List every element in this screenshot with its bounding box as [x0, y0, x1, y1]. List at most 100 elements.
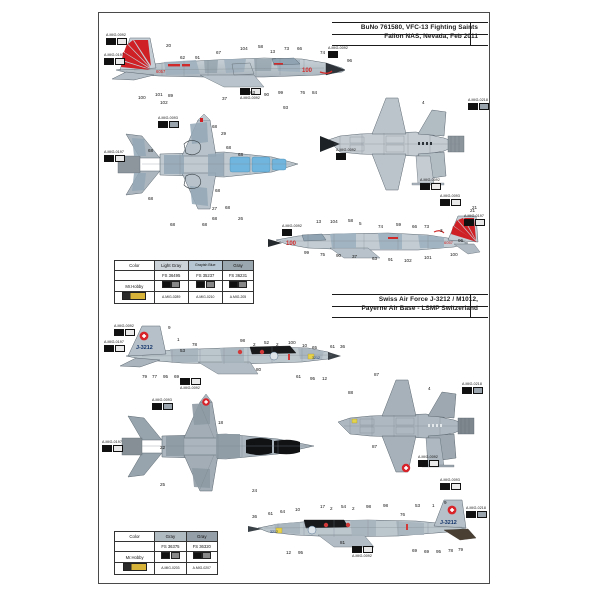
- color-chip: [152, 402, 162, 410]
- mr-hobby-code: [221, 280, 255, 292]
- color-chip: [440, 198, 450, 206]
- decal-number: 13: [270, 49, 276, 54]
- table-header-row: Color Light Gray Grayish Blue Gray: [114, 260, 255, 271]
- paint-code: A.MIG-0197: [102, 440, 122, 444]
- decal-number: 79: [142, 374, 148, 379]
- ammo-code: A.MIG-0203: [154, 562, 187, 575]
- decal-number: 18: [218, 420, 224, 425]
- paint-callout-a-mig-0092-5: A.MIG-0092: [420, 178, 441, 190]
- decal-number: 80: [256, 367, 262, 372]
- table-row: FS 36495 FS 35237 FS 36231: [114, 270, 255, 281]
- table-header-cell: Gray: [154, 531, 187, 542]
- table-header-row: Color Gray Gray: [113, 531, 219, 542]
- paint-code: A.MIG-0218: [468, 98, 488, 102]
- vfc13-color-table: Color Light Gray Grayish Blue Gray FS 36…: [114, 260, 255, 304]
- ammo-code: A.MIG-205: [221, 291, 255, 304]
- paint-callout-a-mig-0197-4: A.MIG-0197: [104, 340, 125, 352]
- code-chip: [161, 281, 171, 288]
- aircraft-code-left: J-3212: [136, 345, 153, 351]
- decal-number: 96: [347, 58, 353, 63]
- color-chip: [352, 546, 362, 554]
- decal-number: 23: [250, 441, 256, 446]
- decal-number: 65: [312, 345, 318, 350]
- row-label: Mr.Hobby: [113, 551, 156, 563]
- decal-number: 68: [212, 216, 218, 221]
- decal-number: 25: [160, 482, 166, 487]
- color-chip: [282, 228, 292, 236]
- color-chip: [116, 37, 127, 45]
- decal-number: 37: [222, 96, 228, 101]
- paint-callout-a-mig-0092-3: A.MIG-0092: [240, 88, 261, 100]
- ammo-code: A.MIG-0289: [153, 291, 189, 304]
- scheme-2-rule-mid: [332, 306, 488, 307]
- decal-number: 104: [330, 219, 338, 224]
- code-chip: [192, 552, 202, 559]
- color-chip: [466, 510, 476, 518]
- svg-text:100: 100: [286, 241, 297, 247]
- decal-number: 63: [372, 256, 378, 261]
- paint-code: A.MIG-0197: [464, 214, 484, 218]
- paint-callout-a-mig-0092-2: A.MIG-0092: [328, 46, 348, 58]
- color-chip: [114, 57, 125, 65]
- decal-number: 64: [280, 509, 286, 514]
- decal-number: 29: [221, 131, 227, 136]
- aircraft-code-right: J-3212: [440, 520, 457, 526]
- decal-number: 53: [180, 348, 186, 353]
- decal-number: 10: [302, 343, 308, 348]
- color-chip: [450, 198, 461, 206]
- decal-number: 68: [170, 222, 176, 227]
- table-header-cell: Color: [113, 531, 156, 542]
- ammo-logo: [114, 291, 155, 304]
- scheme-1-heading: BuNo 761580, VFC-13 Fighting Saints Fall…: [268, 24, 478, 41]
- decal-number: 68: [212, 124, 218, 129]
- svg-text:3212: 3212: [312, 356, 320, 360]
- decal-number: 4: [428, 386, 431, 391]
- paint-code: A.MIG-0197: [104, 340, 124, 344]
- paint-code: A.MIG-0092: [336, 148, 356, 152]
- color-chip: [114, 328, 124, 336]
- color-chip: [180, 378, 190, 386]
- fs-code: FS 36495: [153, 270, 189, 281]
- paint-code: A.MIG-0092: [114, 324, 134, 328]
- paint-code: A.MIG-0092: [180, 385, 200, 390]
- decal-number: 98: [366, 504, 372, 509]
- scheme-2-vrule: [470, 294, 471, 318]
- decal-number: 102: [160, 100, 168, 105]
- decal-number: 100: [450, 252, 458, 257]
- paint-code: A.MIG-0218: [466, 506, 486, 510]
- color-chip: [478, 102, 489, 110]
- color-chip: [476, 510, 487, 518]
- color-chip: [250, 88, 261, 96]
- scheme-2-heading-line1: Swiss Air Force J-3212 / M1012,: [378, 296, 478, 303]
- decal-number: 66: [297, 46, 303, 51]
- svg-text:3212: 3212: [270, 530, 278, 534]
- ammo-code: A.MIG-0207: [185, 562, 219, 575]
- decal-number: 53: [415, 503, 421, 508]
- color-chip: [102, 444, 112, 452]
- paint-code: A.MIG-0093: [440, 194, 460, 198]
- decal-number: 73: [424, 224, 430, 229]
- decal-number: 73: [284, 46, 290, 51]
- decal-number: 52: [264, 340, 270, 345]
- decal-number: 76: [300, 90, 306, 95]
- paint-code: A.MIG-0218: [462, 382, 482, 386]
- paint-callout-a-mig-0218-2: A.MIG-0218: [462, 382, 483, 394]
- ammo-brand-logo: [122, 292, 147, 300]
- code-chip: [196, 281, 206, 288]
- decal-number: 68: [215, 188, 221, 193]
- mr-hobby-code: [185, 551, 219, 563]
- decal-number: 95: [163, 374, 169, 379]
- paint-callout-a-mig-0092-6: A.MIG-0092: [282, 224, 302, 236]
- decal-number: 58: [348, 218, 354, 223]
- ammo-code: A.MIG-0210: [187, 291, 223, 304]
- paint-callout-a-mig-0093-1: A.MIG-0093: [158, 116, 179, 128]
- decal-number: 21: [472, 205, 478, 210]
- paint-code: A.MIG-0092: [240, 95, 260, 100]
- color-chip: [430, 182, 441, 190]
- fs-code: FS 36375: [154, 541, 187, 552]
- mr-hobby-code: [154, 551, 187, 563]
- scheme-1-vrule: [470, 22, 471, 46]
- decal-number: 101: [155, 92, 163, 97]
- decal-number: 79: [458, 547, 464, 552]
